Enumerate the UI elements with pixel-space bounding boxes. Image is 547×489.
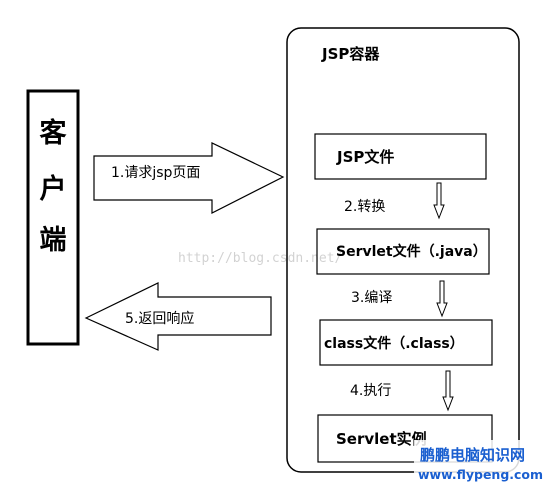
down-arrow-convert <box>433 182 445 220</box>
servlet-file-box <box>316 228 490 275</box>
site-watermark-backdrop <box>414 440 542 484</box>
jsp-container-title: JSP容器 <box>321 45 380 63</box>
site-watermark-name: 鹏鹏电脑知识网 <box>420 446 525 464</box>
down-arrow-convert-shape <box>433 182 445 220</box>
client-box <box>26 89 80 346</box>
client-label-char-1: 客 <box>40 117 68 149</box>
watermark-faint-url: http://blog.csdn.net/ <box>178 251 342 266</box>
servlet-file-node: Servlet文件（.java） <box>316 228 490 275</box>
jsp-file-label: JSP文件 <box>336 148 394 166</box>
response-arrow: 5.返回响应 <box>84 282 272 351</box>
client-label-char-2: 户 <box>40 173 67 205</box>
response-arrow-shape <box>84 282 272 351</box>
servlet-file-label: Servlet文件（.java） <box>336 243 487 260</box>
step-compile-label: 3.编译 <box>351 290 392 306</box>
down-arrow-compile <box>436 280 448 318</box>
client-node: 客 户 端 <box>26 89 80 346</box>
site-watermark-url: www.flypeng.com <box>418 467 543 482</box>
jsp-file-node: JSP文件 <box>314 133 487 180</box>
request-arrow-label: 1.请求jsp页面 <box>111 165 200 181</box>
response-arrow-label: 5.返回响应 <box>125 310 194 327</box>
request-arrow-shape <box>93 142 285 214</box>
down-arrow-execute-shape <box>442 370 454 412</box>
site-watermark: 鹏鹏电脑知识网 www.flypeng.com <box>414 440 543 484</box>
jsp-file-box <box>314 133 487 180</box>
client-label-char-3: 端 <box>40 225 67 256</box>
request-arrow: 1.请求jsp页面 <box>93 142 285 214</box>
step-execute-label: 4.执行 <box>350 383 391 399</box>
servlet-instance-label: Servlet实例 <box>336 430 427 448</box>
class-file-label: class文件（.class） <box>324 335 464 352</box>
down-arrow-compile-shape <box>436 280 448 318</box>
down-arrow-execute <box>442 370 454 412</box>
class-file-node: class文件（.class） <box>319 319 493 366</box>
class-file-box <box>319 319 493 366</box>
step-convert-label: 2.转换 <box>344 198 385 215</box>
